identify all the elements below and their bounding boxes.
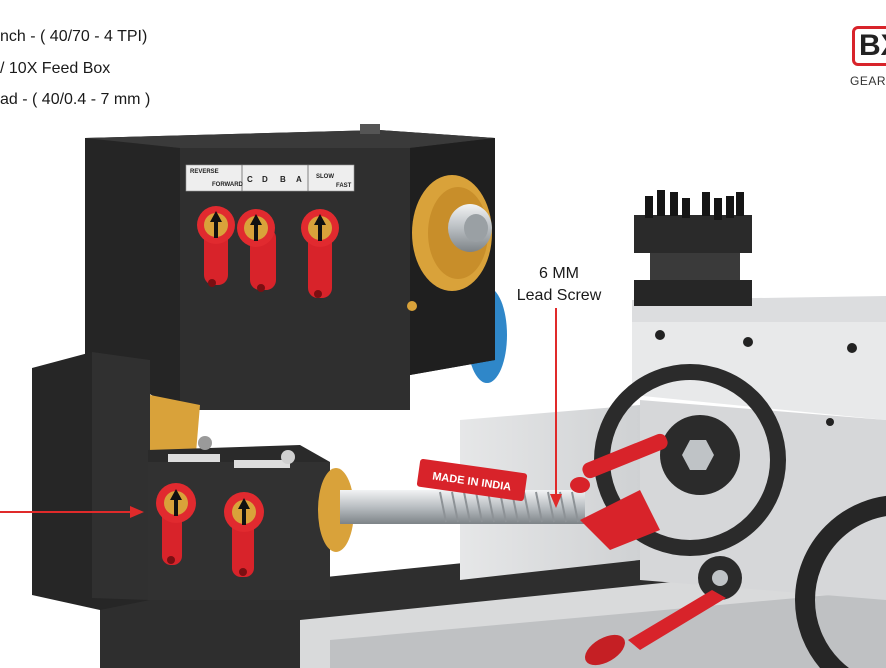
feed-box-levers bbox=[156, 483, 264, 577]
spindle-flange bbox=[407, 175, 492, 311]
tool-post bbox=[634, 190, 752, 306]
brand-logo: BX GEAR bbox=[846, 26, 886, 88]
label-a: A bbox=[296, 175, 302, 184]
label-forward: FORWARD bbox=[212, 182, 244, 188]
brass-gear bbox=[150, 395, 200, 465]
spec-line-2: / 10X Feed Box bbox=[0, 60, 111, 77]
lower-red-lever bbox=[585, 556, 742, 666]
brand-logo-mark: BX bbox=[852, 26, 886, 66]
lead-screw-arrow bbox=[550, 308, 562, 508]
lever-reverse-forward bbox=[197, 206, 235, 287]
label-d: D bbox=[262, 175, 268, 184]
label-c: C bbox=[247, 175, 253, 184]
feed-lever-right bbox=[224, 492, 264, 577]
lead-screw bbox=[318, 468, 585, 552]
callout-line-2: Lead Screw bbox=[516, 287, 602, 304]
lever-slow-fast bbox=[301, 209, 339, 298]
headstock-levers bbox=[197, 206, 339, 298]
carriage-handwheel bbox=[570, 364, 786, 556]
apron-handwheel bbox=[795, 495, 886, 668]
feed-lever-left bbox=[156, 483, 196, 565]
spec-line-1: nch - ( 40/70 - 4 TPI) bbox=[0, 28, 148, 45]
callout-line-1: 6 MM bbox=[539, 265, 579, 282]
gearbox-label-strip: REVERSE FORWARD C D B A SLOW FAST bbox=[185, 164, 355, 192]
label-b: B bbox=[280, 175, 286, 184]
label-slow: SLOW bbox=[316, 174, 334, 180]
lever-cdba bbox=[237, 209, 276, 292]
feed-box-arrow bbox=[0, 506, 144, 518]
brand-subtitle: GEAR bbox=[849, 74, 886, 88]
spec-line-3: ad - ( 40/0.4 - 7 mm ) bbox=[0, 91, 151, 108]
lead-screw-callout: 6 MM Lead Screw bbox=[506, 263, 612, 307]
end-cover bbox=[32, 352, 150, 610]
label-reverse: REVERSE bbox=[190, 169, 219, 175]
made-in-india-plate: MADE IN INDIA bbox=[416, 459, 528, 501]
label-fast: FAST bbox=[336, 183, 352, 189]
